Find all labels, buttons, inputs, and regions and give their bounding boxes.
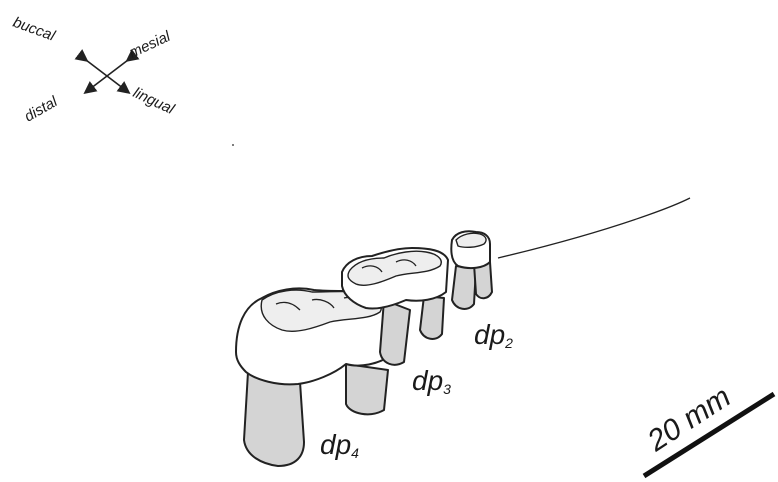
dp4-root-2 (345, 363, 389, 416)
dp3-root (379, 299, 411, 366)
mandible-line (497, 197, 691, 259)
dp2-root (451, 265, 477, 310)
dp2-occlusal (455, 232, 487, 249)
dp4-root (243, 371, 305, 467)
tooth-dp3 (341, 247, 449, 366)
dp3-cusps (361, 259, 417, 273)
dp2-root-2 (473, 261, 493, 300)
tooth-label-dp4: dp4 (320, 429, 359, 461)
label-lingual: lingual (130, 84, 177, 118)
dp3-occlusal (347, 250, 442, 286)
dp3-root-2 (419, 295, 445, 340)
label-distal: distal (22, 93, 61, 126)
tooth-label-dp2: dp2 (474, 319, 513, 351)
orientation-compass: buccal mesial distal lingual (11, 14, 178, 126)
tooth-label-dp3: dp3 (412, 365, 451, 397)
compass-axis-mesial-distal (83, 49, 140, 94)
scale-bar-line (642, 391, 776, 479)
label-buccal: buccal (11, 14, 58, 45)
tooth-dp4 (235, 287, 395, 467)
label-mesial: mesial (127, 28, 174, 62)
tooth-dp2 (450, 230, 493, 310)
tooth-row (235, 230, 493, 467)
stray-dot (232, 144, 234, 146)
scale-bar: 20 mm (641, 380, 776, 479)
